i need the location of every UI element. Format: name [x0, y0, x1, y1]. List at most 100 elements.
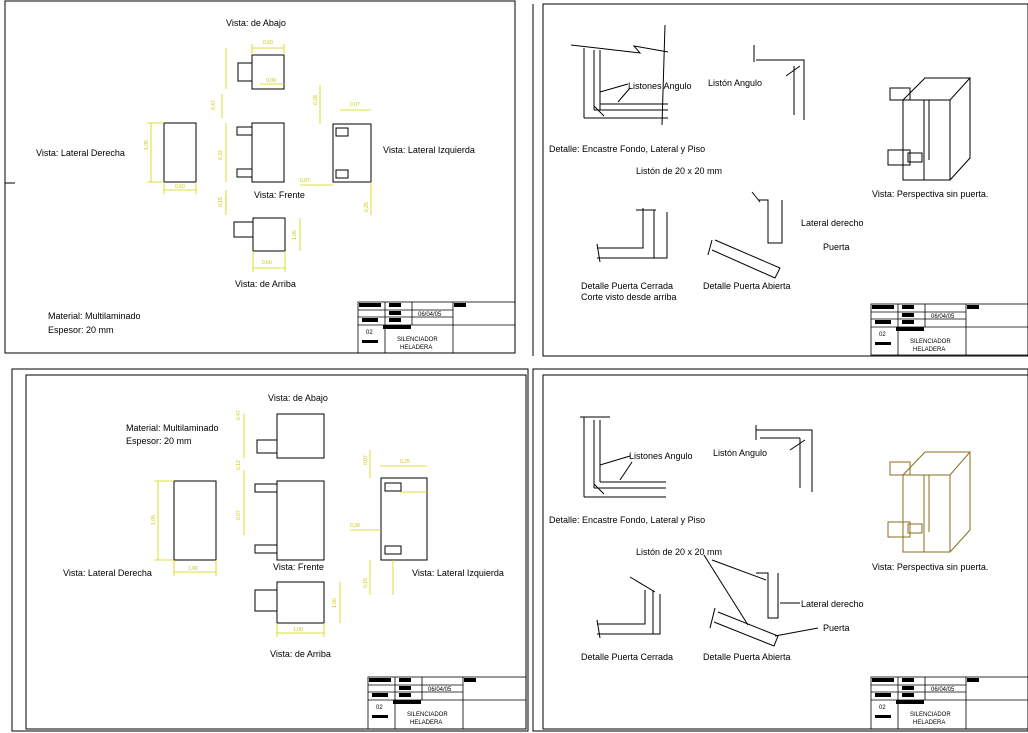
label-listones: Listones Angulo: [629, 451, 693, 461]
dim-label: 0,07: [350, 102, 360, 108]
label-top-view: Vista: de Arriba: [270, 649, 331, 659]
sheet-1: 0,60 0,09 1,05 0,60 0,47 0,32: [4, 0, 516, 354]
top-view-dims: [276, 582, 341, 637]
left-side-dims: [300, 85, 372, 215]
material-label: Material: Multilaminado: [48, 311, 141, 321]
joint-detail-drawing: [570, 24, 669, 126]
title-block-marks: [369, 678, 476, 718]
left-side-drawing: [380, 477, 428, 561]
dim-label: 0,47: [211, 100, 217, 110]
sheet-3-border-inner: [25, 374, 527, 730]
angle-liston-drawing: [753, 45, 805, 120]
title-name-2: HELADERA: [913, 347, 945, 353]
dim-label: 0,47: [236, 410, 242, 420]
label-left-side: Vista: Lateral Izquierda: [383, 145, 475, 155]
dim-label: 0,25: [364, 202, 370, 212]
joint-detail-drawing: [580, 416, 666, 498]
title-name-1: SILENCIADOR: [910, 339, 951, 345]
dim-label: 0,07: [236, 510, 242, 520]
title-sheet: 02: [376, 705, 383, 711]
thickness-label: Espesor: 20 mm: [126, 436, 192, 446]
front-view-drawing: [254, 480, 325, 561]
title-block-marks: [872, 305, 979, 345]
label-top-view: Vista: de Arriba: [235, 279, 296, 289]
sheet-2: Listones Angulo Listón Angulo Detalle: E…: [532, 3, 1028, 357]
title-block: [357, 301, 516, 354]
label-bottom-view: Vista: de Abajo: [268, 393, 328, 403]
dim-label: 0,25: [400, 459, 410, 465]
dim-label: 0,07: [363, 455, 369, 465]
bottom-view-drawing: [256, 413, 325, 459]
door-closed-drawing: [596, 576, 661, 639]
dim-label: 0,15: [363, 578, 369, 588]
dim-label: 0,12: [236, 460, 242, 470]
sheet-4-border-outer: [532, 368, 1028, 732]
sheet-1-border: [4, 0, 516, 354]
title-name-2: HELADERA: [400, 345, 432, 351]
label-liston-size: Listón de 20 x 20 mm: [636, 547, 722, 557]
top-view-dims: [225, 195, 301, 272]
sheet-4: Listones Angulo Listón Angulo Detalle: E…: [532, 368, 1028, 732]
title-date: 06/04/05: [931, 687, 955, 693]
dim-label: 0,60: [263, 40, 273, 46]
label-door: Puerta: [823, 242, 850, 252]
dim-label: 1,00: [293, 627, 303, 633]
right-side-dims: [147, 122, 197, 194]
top-view-drawing: [233, 217, 286, 252]
dim-label: 0,28: [350, 523, 360, 529]
label-door-closed: Detalle Puerta Cerrada: [581, 652, 673, 662]
sheet-2-border: [542, 3, 1028, 357]
label-door-open: Detalle Puerta Abierta: [703, 652, 791, 662]
label-front: Vista: Frente: [273, 562, 324, 572]
label-liston: Listón Angulo: [713, 448, 767, 458]
material-label: Material: Multilaminado: [126, 423, 219, 433]
dim-label: 0,07: [300, 178, 310, 184]
sheet-4-border-inner: [542, 374, 1028, 730]
title-name-1: SILENCIADOR: [407, 712, 448, 718]
title-sheet: 02: [366, 330, 373, 336]
dim-label: 0,28: [313, 95, 319, 105]
dim-label: 0,15: [218, 197, 224, 207]
right-side-drawing: [163, 122, 197, 183]
label-left-side: Vista: Lateral Izquierda: [412, 568, 504, 578]
label-lateral: Lateral derecho: [801, 218, 864, 228]
label-detail-joint: Detalle: Encastre Fondo, Lateral y Piso: [549, 144, 705, 154]
title-date: 06/04/05: [428, 687, 452, 693]
dim-label: 0,60: [262, 260, 272, 266]
dim-label: 1,05: [151, 515, 157, 525]
right-side-dims: [154, 480, 217, 576]
sheet-3-border-outer: [11, 368, 529, 732]
right-side-drawing: [173, 480, 217, 561]
label-listones: Listones Angulo: [628, 81, 692, 91]
label-right-side: Vista: Lateral Derecha: [63, 568, 152, 578]
front-view-drawing: [236, 122, 285, 183]
sheet-3: 0,47 0,12 0,07 1,05 1,00 0,07 0,25: [11, 368, 529, 732]
left-side-dims: [350, 450, 427, 595]
thickness-label: Espesor: 20 mm: [48, 325, 114, 335]
dim-label: 1,00: [332, 598, 338, 608]
title-sheet: 02: [879, 705, 886, 711]
left-side-drawing: [332, 123, 372, 183]
title-block-marks: [872, 678, 979, 718]
label-right-side: Vista: Lateral Derecha: [36, 148, 125, 158]
title-block-marks: [359, 303, 466, 343]
label-liston-size: Listón de 20 x 20 mm: [636, 166, 722, 176]
label-detail-joint: Detalle: Encastre Fondo, Lateral y Piso: [549, 515, 705, 525]
dim-label: 1,05: [292, 230, 298, 240]
label-door: Puerta: [823, 623, 850, 633]
label-front: Vista: Frente: [254, 190, 305, 200]
title-block: [870, 676, 1028, 730]
title-name-1: SILENCIADOR: [910, 712, 951, 718]
door-open-drawing: [707, 191, 783, 279]
dim-label: 0,32: [218, 150, 224, 160]
angle-liston-drawing: [755, 425, 813, 492]
dim-label: 0,60: [175, 184, 185, 190]
label-door-open: Detalle Puerta Abierta: [703, 281, 791, 291]
dim-label: 0,09: [266, 78, 276, 84]
label-bottom-view: Vista: de Abajo: [226, 18, 286, 28]
title-name-2: HELADERA: [410, 720, 442, 726]
perspective-drawing: [887, 77, 972, 181]
title-block: [870, 303, 1028, 356]
title-date: 06/04/05: [418, 312, 442, 318]
